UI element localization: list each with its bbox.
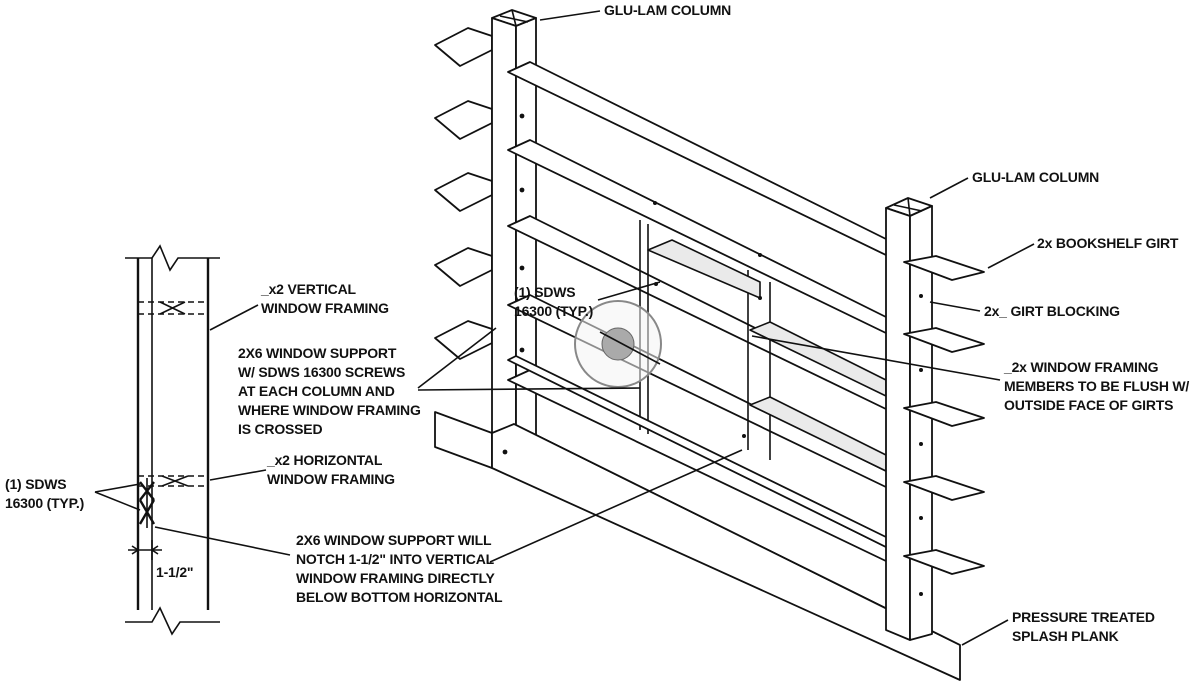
label-sdws-left: (1) SDWS 16300 (TYP.) [5, 476, 85, 511]
label-pressure-treated-plank: PRESSURE TREATED SPLASH PLANK [1012, 609, 1155, 644]
label-notch-note: 2X6 WINDOW SUPPORT WILL NOTCH 1-1/2" INT… [296, 532, 503, 605]
label-window-support-screws: 2X6 WINDOW SUPPORT W/ SDWS 16300 SCREWS … [238, 345, 421, 437]
label-horizontal-window-framing: _x2 HORIZONTAL WINDOW FRAMING [267, 452, 395, 487]
label-glulam-column-top: GLU-LAM COLUMN [604, 2, 732, 18]
label-glulam-column-right: GLU-LAM COLUMN [972, 169, 1100, 185]
label-dimension: 1-1/2" [156, 564, 194, 580]
section-detail [94, 244, 291, 636]
label-window-framing-flush: _2x WINDOW FRAMING MEMBERS TO BE FLUSH W… [1004, 359, 1190, 413]
label-sdws-center: (1) SDWS 16300 (TYP.) [514, 284, 594, 319]
right-column-assembly [885, 197, 985, 641]
leader-lines [417, 10, 1035, 646]
label-vertical-window-framing: _x2 VERTICAL WINDOW FRAMING [261, 281, 389, 316]
label-bookshelf-girt: 2x BOOKSHELF GIRT [1037, 235, 1179, 251]
label-girt-blocking: 2x_ GIRT BLOCKING [984, 303, 1120, 319]
detail-callout-circle [574, 300, 662, 388]
